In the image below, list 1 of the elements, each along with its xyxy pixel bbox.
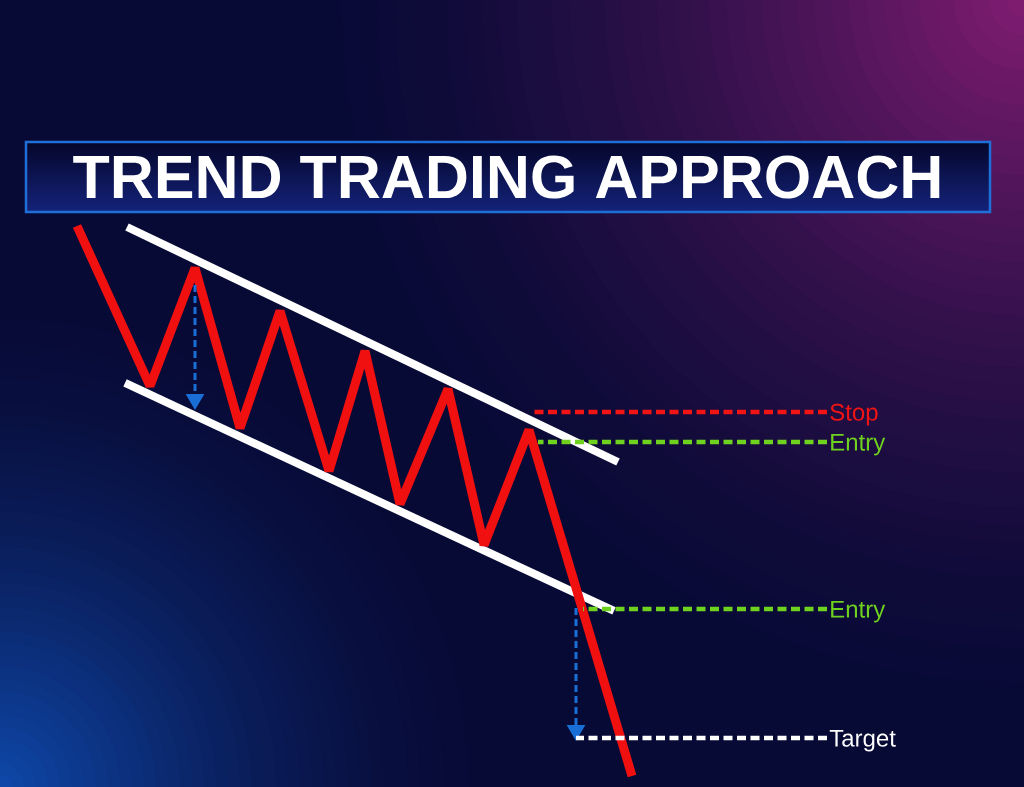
- title-banner: TREND TRADING APPROACH: [24, 140, 992, 214]
